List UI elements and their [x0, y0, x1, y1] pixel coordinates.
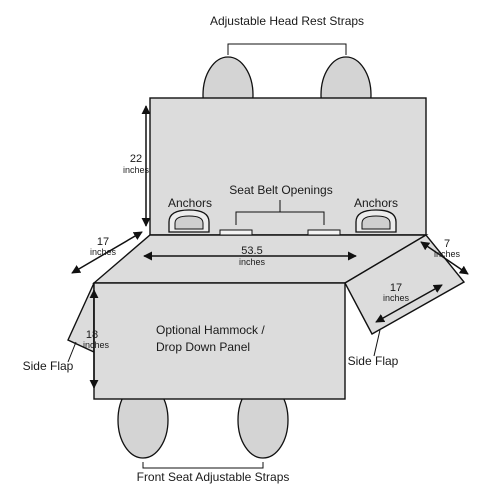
head-rest-straps-label: Adjustable Head Rest Straps	[210, 14, 364, 28]
seat-belt-openings-label: Seat Belt Openings	[229, 183, 332, 197]
side-flap-right-leader	[373, 329, 381, 357]
flap-depth-unit: inches	[383, 293, 410, 303]
hammock-height-unit: inches	[83, 340, 110, 350]
seat-belt-bracket	[235, 200, 325, 225]
anchors-right-label: Anchors	[354, 196, 398, 210]
flap-width-unit: inches	[434, 249, 461, 259]
head-rest-bracket	[227, 43, 347, 55]
backrest-height-unit: inches	[123, 165, 150, 175]
seat-depth-value: 17	[97, 236, 109, 248]
seat-width-value: 53.5	[241, 245, 262, 257]
backrest-height-value: 22	[130, 153, 142, 165]
seat-belt-opening-left	[219, 229, 253, 236]
flap-depth-value: 17	[390, 282, 402, 294]
flap-width-value: 7	[444, 238, 450, 250]
front-seat-bracket	[142, 462, 264, 469]
side-flap-left-leader	[67, 341, 77, 363]
seat-belt-opening-right	[307, 229, 341, 236]
hammock-label-line2: Drop Down Panel	[156, 340, 250, 354]
flap-depth-arrow	[375, 284, 443, 323]
side-flap-left-label: Side Flap	[23, 359, 74, 373]
seat-depth-unit: inches	[90, 247, 117, 257]
hammock-height-value: 18	[86, 329, 98, 341]
hammock-label-line1: Optional Hammock /	[156, 323, 265, 337]
seat-depth-arrow	[71, 231, 143, 274]
seat-width-unit: inches	[239, 257, 266, 267]
side-flap-right-label: Side Flap	[348, 354, 399, 368]
anchors-left-label: Anchors	[168, 196, 212, 210]
hammock-panel	[93, 282, 346, 400]
flap-width-arrow	[420, 241, 469, 275]
front-seat-straps-label: Front Seat Adjustable Straps	[137, 470, 290, 484]
